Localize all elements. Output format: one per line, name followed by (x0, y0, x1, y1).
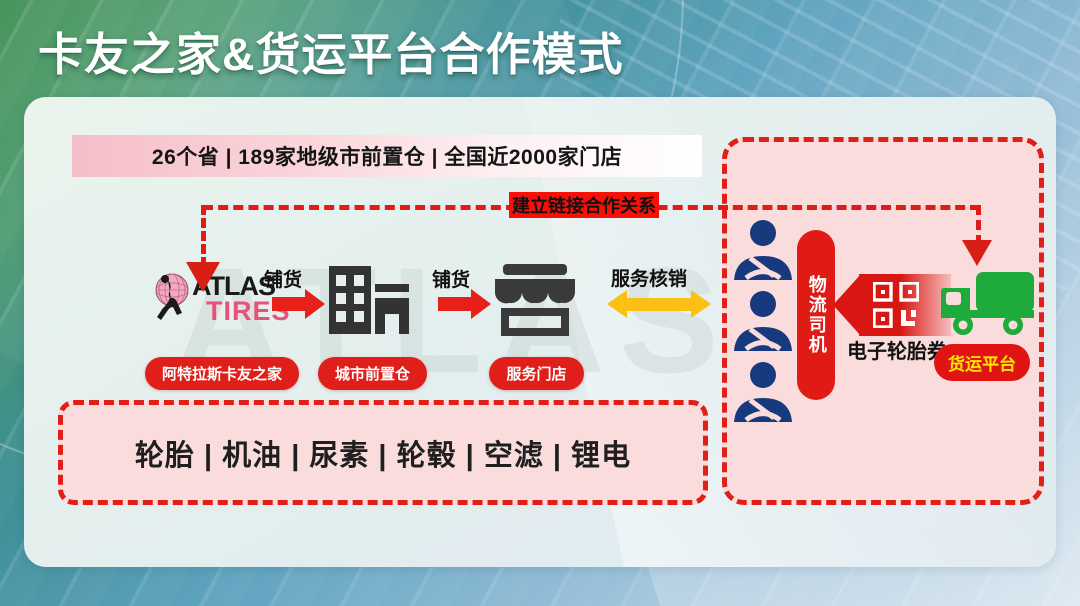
flow-node-label-city-warehouse: 城市前置仓 (318, 357, 428, 390)
page-title: 卡友之家&货运平台合作模式 (38, 29, 624, 80)
freight-platform-label[interactable]: 货运平台 (934, 344, 1030, 381)
qr-code-icon (873, 282, 919, 328)
driver-person-icon (734, 291, 792, 352)
cooperation-dashed-line-horizontal (203, 205, 713, 210)
coupon-arrow-body (859, 274, 951, 336)
logistics-driver-bar: 物流司机 (797, 230, 835, 400)
building-icon (329, 266, 409, 334)
flow-node-city-warehouse[interactable]: 城市前置仓 (318, 357, 428, 390)
flow-node-label-atlas-home: 阿特拉斯卡友之家 (145, 357, 300, 390)
storefront-icon (494, 264, 576, 336)
cooperation-label: 建立链接合作关系 (509, 192, 659, 218)
driver-person-icon (734, 362, 792, 423)
stats-banner: 26个省 | 189家地级市前置仓 | 全国近2000家门店 (72, 135, 702, 177)
cooperation-dashed-line-vertical (201, 205, 206, 267)
panel-dashed-line-vertical (976, 205, 981, 245)
flow-arrow-label-1: 铺货 (264, 270, 303, 291)
panel-dashed-line-horizontal (718, 205, 980, 210)
flow-node-atlas-home[interactable]: 阿特拉斯卡友之家 (145, 357, 300, 390)
truck-icon (940, 270, 1036, 341)
flow-node-label-service-store: 服务门店 (489, 357, 584, 390)
flow-arrow-label-2: 铺货 (432, 270, 471, 291)
coupon-arrow (833, 274, 951, 336)
cooperation-label-text: 建立链接合作关系 (512, 196, 656, 216)
driver-group (730, 218, 796, 427)
flow-arrow-label-3: 服务核销 (611, 269, 688, 290)
flow-arrow-2-icon (438, 289, 491, 319)
product-list-text: 轮胎 | 机油 | 尿素 | 轮毂 | 空滤 | 锂电 (134, 439, 632, 472)
atlas-globe-icon (155, 273, 189, 320)
driver-person-icon (734, 220, 792, 281)
coupon-label: 电子轮胎券 (847, 341, 947, 363)
product-list-box: 轮胎 | 机油 | 尿素 | 轮毂 | 空滤 | 锂电 (58, 400, 708, 505)
stats-banner-text: 26个省 | 189家地级市前置仓 | 全国近2000家门店 (151, 146, 623, 169)
flow-arrow-1-icon (272, 289, 325, 319)
coupon-arrow-tip (833, 274, 861, 336)
logistics-driver-label: 物流司机 (806, 275, 827, 355)
flow-arrow-3-icon (607, 290, 711, 318)
panel-arrow-down-icon (962, 240, 992, 266)
flow-node-service-store[interactable]: 服务门店 (484, 357, 589, 390)
cooperation-arrow-down-icon (186, 262, 220, 292)
